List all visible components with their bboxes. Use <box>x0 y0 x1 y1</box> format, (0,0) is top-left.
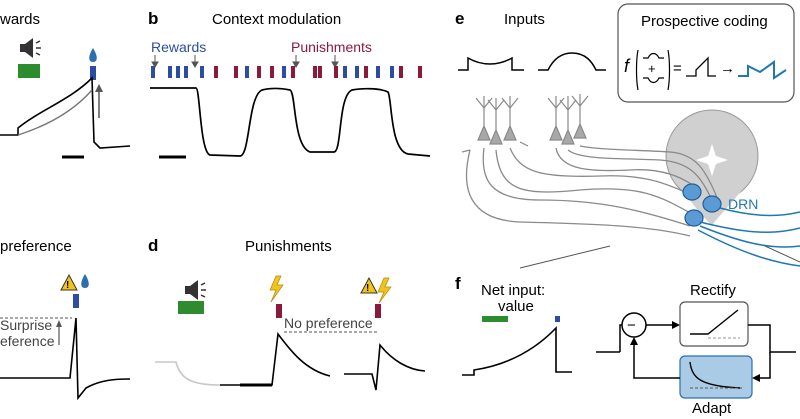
panel-d-title: Punishments <box>245 238 332 255</box>
trace-d-2 <box>344 342 426 391</box>
water-drop-icon <box>89 48 97 62</box>
neuron-group-2 <box>547 94 589 145</box>
net-input-line1: Net input: <box>481 282 545 299</box>
preference-fragment: eference <box>0 333 55 349</box>
zoom-line-right <box>764 245 800 263</box>
input-waveform-2 <box>538 52 606 71</box>
trace-a-black <box>0 76 131 149</box>
panel-d: d Punishments No preference ! <box>148 236 426 391</box>
minus-symbol: − <box>627 317 636 334</box>
warning-icon: ! <box>360 276 378 294</box>
wave-lower <box>643 77 664 84</box>
panel-b-title: Context modulation <box>212 11 341 28</box>
rectify-curve <box>690 309 739 335</box>
panel-e: e Inputs Prospective coding f + = → DRN <box>455 3 800 269</box>
cue-bar <box>18 64 40 78</box>
punishment-marker <box>276 304 282 318</box>
lightning-icon <box>377 277 392 304</box>
drn-projections <box>697 207 800 267</box>
rewards-label: Rewards <box>151 39 206 55</box>
panel-c-title: preference <box>0 238 72 255</box>
neuron-group-1 <box>461 96 529 153</box>
trace-b <box>150 87 431 157</box>
zoom-line-left <box>519 245 611 269</box>
speaker-icon <box>20 38 41 58</box>
adapt-box <box>679 355 753 399</box>
panel-a: wards <box>0 11 131 159</box>
trace-d-1 <box>220 331 331 386</box>
open-paren <box>635 49 639 91</box>
net-input-trace <box>462 326 572 376</box>
speaker-icon <box>185 280 206 300</box>
close-paren <box>667 49 671 91</box>
no-preference-label: No preference <box>284 315 373 331</box>
net-input-line2: value <box>498 298 534 315</box>
panel-b-letter: b <box>148 9 158 28</box>
arrow-symbol: → <box>720 60 735 77</box>
panel-e-title: Inputs <box>504 11 545 28</box>
rectify-label: Rectify <box>690 282 736 299</box>
reward-marker <box>73 294 79 308</box>
output-wave <box>738 60 787 80</box>
water-drop-icon <box>81 274 89 288</box>
axon-projections <box>465 145 719 237</box>
panel-e-letter: e <box>455 9 464 28</box>
panel-d-letter: d <box>148 236 158 255</box>
svg-text:!: ! <box>66 280 69 291</box>
rectify-box <box>679 301 749 347</box>
adapt-curve <box>689 361 741 389</box>
cue-bar <box>178 301 204 314</box>
lightning-icon <box>269 275 284 303</box>
equals-symbol: = <box>673 60 682 77</box>
warning-icon: ! <box>60 273 78 291</box>
svg-text:!: ! <box>366 283 369 294</box>
cue-bar <box>482 316 508 322</box>
drn-neurons <box>682 183 722 227</box>
trace-d-gray <box>155 361 221 386</box>
star-icon <box>696 144 728 176</box>
label-arrows <box>151 55 339 68</box>
prospective-coding-title: Prospective coding <box>641 13 768 30</box>
adapt-label: Adapt <box>692 400 732 417</box>
panel-a-title: wards <box>0 11 40 28</box>
punishments-label: Punishments <box>291 39 372 55</box>
trace-c <box>0 317 131 401</box>
panel-c: preference ! Surprise eference <box>0 238 131 401</box>
trace-a-gray <box>17 89 93 136</box>
feedback-line <box>633 345 680 379</box>
input-waveform-1 <box>458 56 524 71</box>
reward-marker <box>555 316 560 322</box>
plus-symbol: + <box>648 61 656 76</box>
reward-marker <box>90 66 96 80</box>
panel-f-letter: f <box>455 274 461 293</box>
drn-label: DRN <box>728 196 758 212</box>
punishment-marker <box>375 304 381 318</box>
f-symbol: f <box>624 56 631 76</box>
panel-b: b Context modulation Rewards Punishments <box>148 9 431 159</box>
surprise-label: Surprise <box>0 317 52 333</box>
to-adapt-line <box>760 352 771 379</box>
event-raster <box>151 66 422 78</box>
wave-upper <box>643 52 664 59</box>
rectified-wave <box>686 56 716 77</box>
output-line <box>748 324 796 353</box>
panel-f: f Net input: value − Rectify Adapt <box>455 274 796 417</box>
